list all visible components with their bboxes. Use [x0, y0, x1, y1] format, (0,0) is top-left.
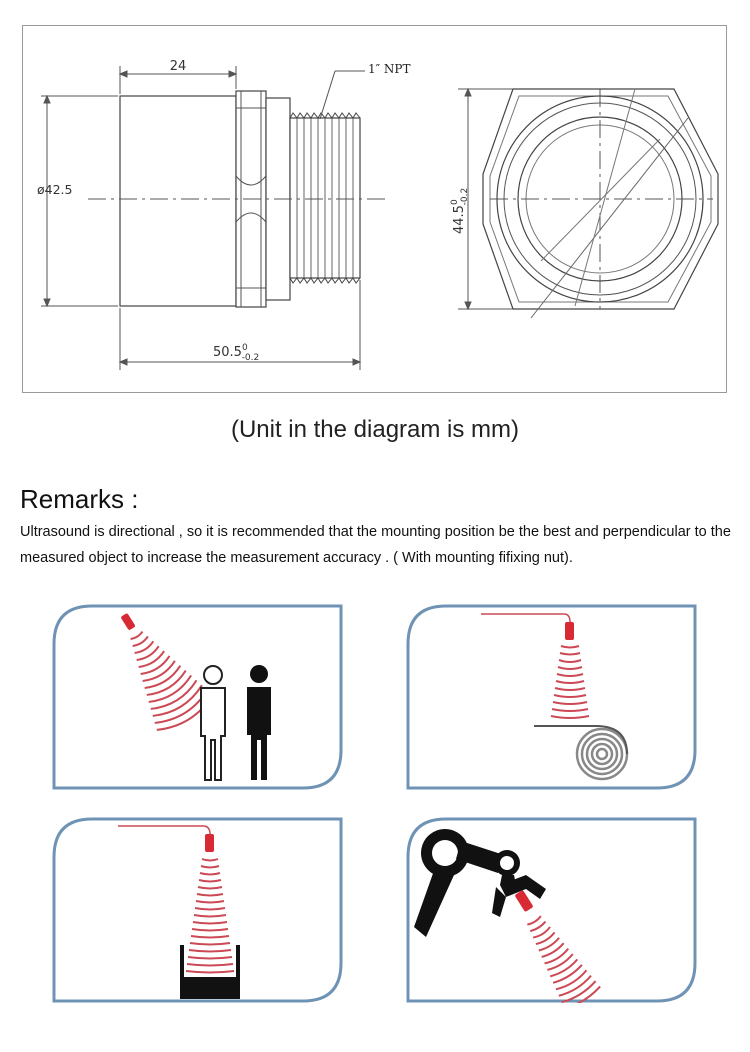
- unit-caption: (Unit in the diagram is mm): [230, 416, 520, 443]
- tank-level-illustration-icon: [52, 817, 343, 1003]
- robot-arm-illustration-icon: [406, 817, 697, 1003]
- illustration-tank-level: [52, 817, 344, 1003]
- illustration-coil-detection: [406, 604, 698, 790]
- dim-total-label: 50.50-0.2: [213, 343, 259, 363]
- dim-length-label: 24: [170, 59, 187, 74]
- thread-label: 1″ NPT: [368, 62, 411, 76]
- robot-arm-icon: [414, 829, 546, 937]
- people-detection-illustration-icon: [52, 604, 343, 790]
- remarks-title: Remarks :: [20, 484, 139, 514]
- person-solid-icon: [247, 665, 271, 780]
- dim-hex-label: 44.50-0.2: [450, 188, 470, 234]
- person-outline-icon: [200, 665, 226, 781]
- dimension-drawing-svg: 24 1″ NPT ø42.5 50.50-0.2 44.50-0.2: [37, 59, 719, 370]
- sensor-body-outline: [119, 95, 237, 307]
- technical-drawing: 24 1″ NPT ø42.5 50.50-0.2 44.50-0.2: [22, 25, 727, 393]
- illustration-people-detection: [52, 604, 344, 790]
- coil-detection-illustration-icon: [406, 604, 697, 790]
- remarks-body: Ultrasound is directional , so it is rec…: [20, 524, 731, 566]
- dim-diameter-label: ø42.5: [37, 182, 72, 197]
- illustration-robot-arm: [406, 817, 698, 1003]
